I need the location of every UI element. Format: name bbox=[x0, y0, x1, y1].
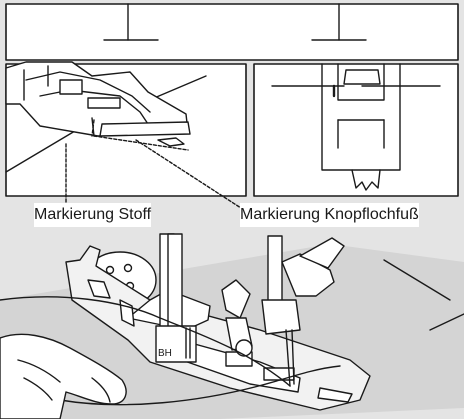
foot-mark-label: Markierung Knopflochfuß bbox=[240, 203, 419, 227]
foot-plate-label: BH bbox=[158, 348, 172, 359]
fabric-mark-panel bbox=[6, 62, 246, 196]
fabric-mark-label: Markierung Stoff bbox=[34, 203, 151, 227]
foot-mark-panel bbox=[254, 64, 458, 196]
sewing-scene bbox=[0, 234, 464, 419]
top-alignment-strip bbox=[6, 4, 458, 60]
